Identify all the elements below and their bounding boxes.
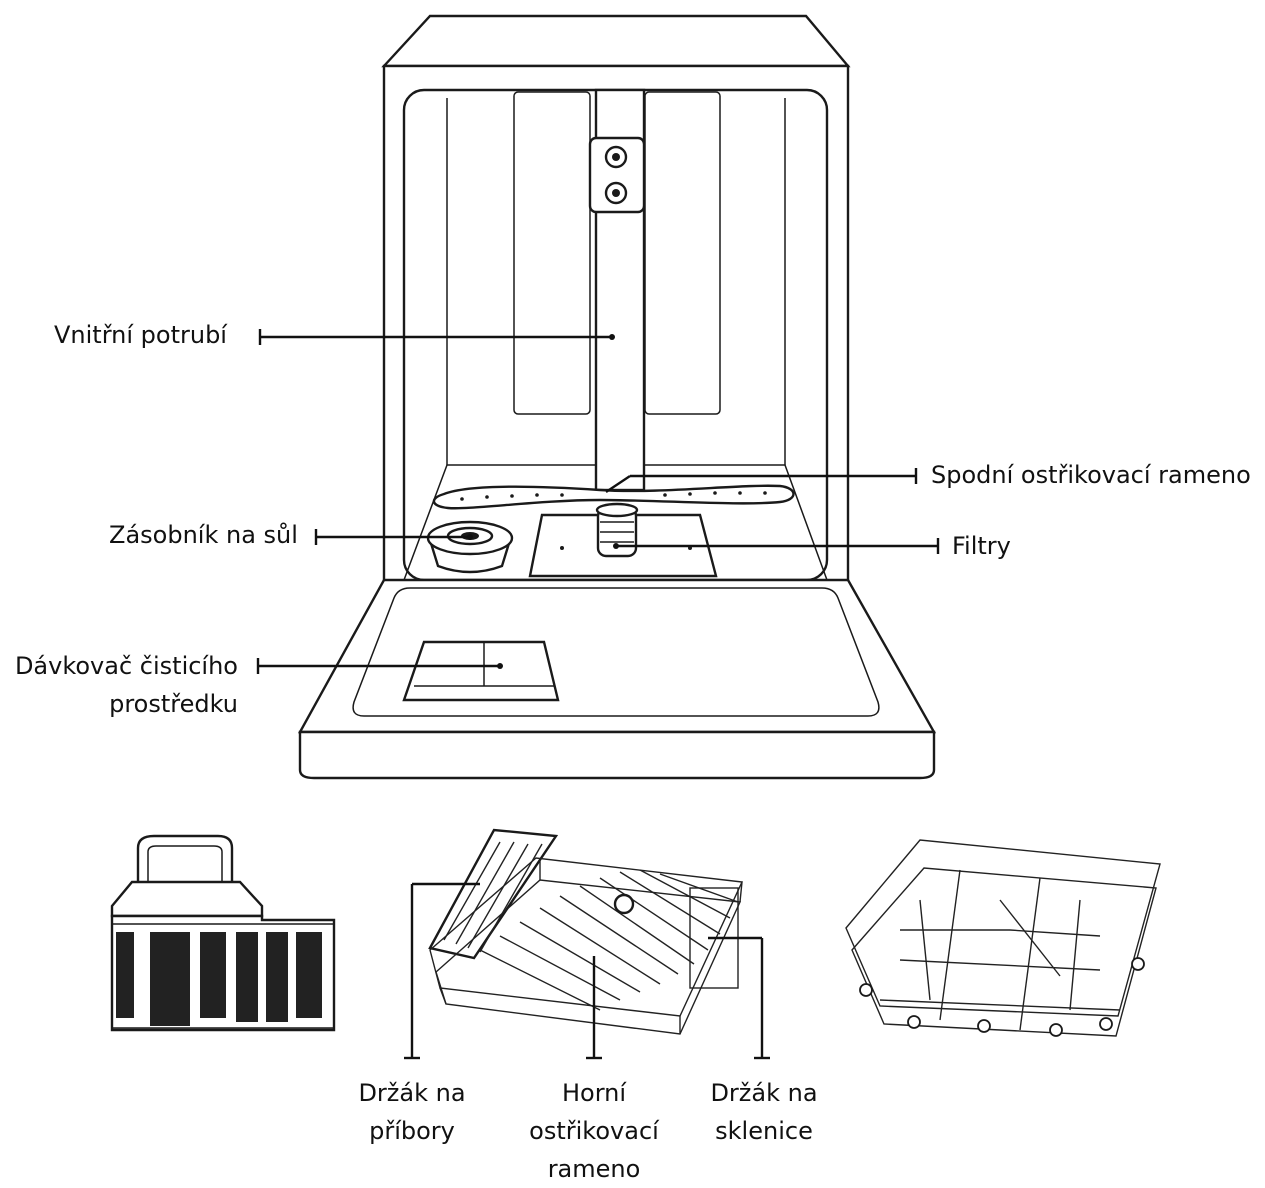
label-filters: Filtry (952, 532, 1011, 560)
label-salt-container: Zásobník na sůl (109, 521, 298, 549)
label-upper-spray-arm-line1: Horní (561, 1079, 627, 1107)
label-upper-spray-arm: Horní ostřikovací rameno (510, 1074, 678, 1188)
inner-pipe (588, 88, 646, 492)
leader-lines (256, 329, 940, 1060)
label-cutlery-holder-line1: Držák na (358, 1079, 466, 1107)
label-detergent-dispenser: Dávkovač čisticího prostředku (0, 647, 238, 723)
label-upper-spray-arm-line2: ostřikovací (529, 1117, 659, 1145)
leader-inner-pipe (258, 329, 615, 345)
leader-detergent-dispenser (256, 658, 503, 674)
cutlery-basket (110, 834, 336, 1032)
dishwasher-door (297, 578, 937, 780)
label-glass-holder-line1: Držák na (710, 1079, 818, 1107)
upper-basket (428, 828, 744, 1035)
leader-glass-holder (708, 936, 770, 1060)
label-glass-holder-line2: sklenice (715, 1117, 813, 1145)
leader-lower-spray-arm (605, 468, 918, 493)
label-cutlery-holder-line2: příbory (369, 1117, 455, 1145)
label-lower-spray-arm: Spodní ostřikovací rameno (931, 461, 1251, 489)
label-cutlery-holder: Držák na příbory (346, 1074, 478, 1150)
leader-filters (613, 538, 940, 554)
label-detergent-dispenser-line2: prostředku (109, 690, 238, 718)
filter-plate (528, 502, 718, 578)
detergent-dispenser (402, 640, 560, 702)
leader-upper-spray-arm (586, 956, 602, 1060)
label-glass-holder: Držák na sklenice (698, 1074, 830, 1150)
label-inner-pipe: Vnitřní potrubí (54, 321, 227, 349)
label-upper-spray-arm-line3: rameno (547, 1155, 641, 1183)
lower-basket (845, 839, 1161, 1037)
lower-spray-arm (432, 484, 795, 510)
leader-cutlery-holder (404, 882, 480, 1060)
label-detergent-dispenser-line1: Dávkovač čisticího (14, 652, 238, 680)
salt-container (426, 520, 514, 574)
leader-salt-container (314, 529, 473, 545)
